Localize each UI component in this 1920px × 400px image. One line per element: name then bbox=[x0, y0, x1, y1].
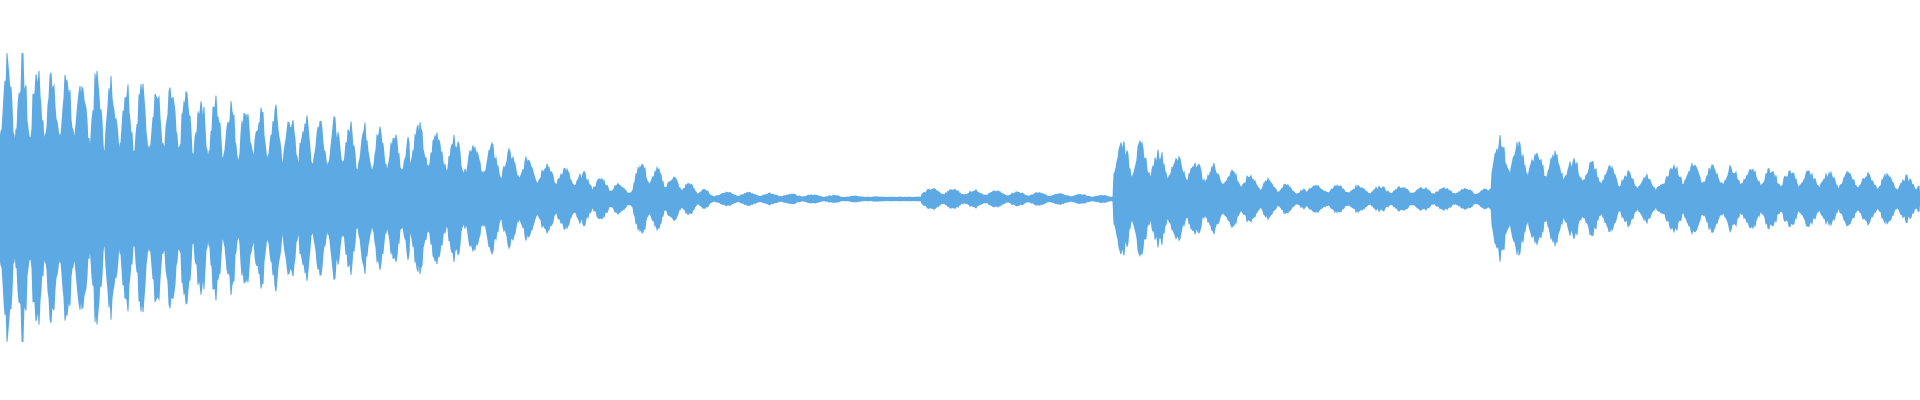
waveform-envelope bbox=[0, 53, 1920, 343]
